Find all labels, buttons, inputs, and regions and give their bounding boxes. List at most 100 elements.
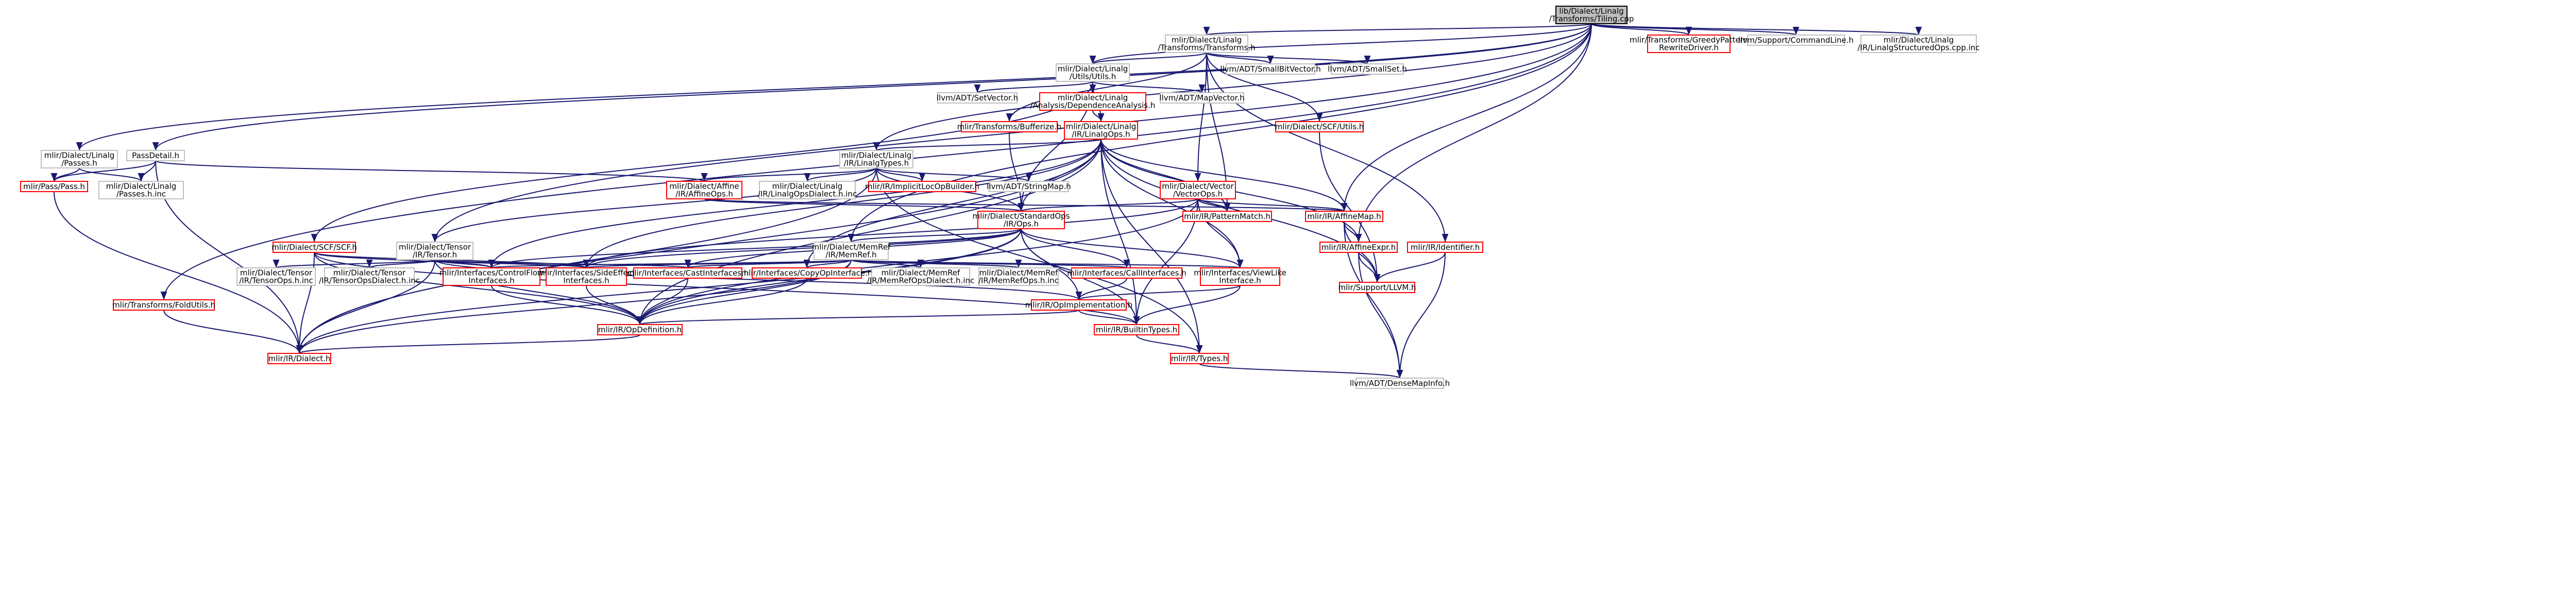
node-opdefinition[interactable]: mlir/IR/OpDefinition.h (597, 324, 683, 335)
node-label-line: /IR/TensorOpsDialect.h.inc (319, 276, 420, 285)
node-box (1064, 121, 1138, 140)
node-label-line: mlir/IR/Dialect.h (268, 354, 331, 363)
node-box (1275, 121, 1364, 132)
node-label-line: /IR/Tensor.h (413, 250, 457, 260)
node-label-line: mlir/IR/OpImplementation.h (1025, 300, 1133, 310)
node-label-line: mlir/IR/OpDefinition.h (598, 325, 682, 334)
node-label-line: mlir/Transforms/Bufferize.h (957, 122, 1062, 131)
edge-dependence-to-linalgops_h (1092, 110, 1105, 122)
node-patternmatch[interactable]: mlir/IR/PatternMatch.h (1182, 211, 1272, 222)
node-box (1339, 282, 1415, 293)
node-affineexpr[interactable]: mlir/IR/AffineExpr.h (1319, 242, 1398, 253)
node-smallset: llvm/ADT/SmallSet.h (1328, 63, 1407, 75)
node-types-h[interactable]: mlir/IR/Types.h (1170, 353, 1229, 364)
node-dependence[interactable]: mlir/Dialect/Linalg/Analysis/DependenceA… (1030, 92, 1156, 111)
node-box (1182, 211, 1272, 222)
edge-vectorops-to-patternmatch (1197, 198, 1231, 212)
node-label-line: /IR/MemRef.h (825, 250, 876, 260)
edge-linalgtypes-to-types_h (876, 167, 1203, 354)
node-label-line: mlir/Dialect/MemRef (882, 268, 960, 278)
node-affinemap[interactable]: mlir/IR/AffineMap.h (1305, 211, 1383, 222)
edge-affineops-to-standardops (704, 198, 1024, 212)
node-box (443, 267, 540, 286)
node-label-line: mlir/Transforms/FoldUtils.h (112, 300, 215, 310)
node-box (1407, 242, 1483, 253)
node-box (666, 181, 742, 199)
node-linalgops-h[interactable]: mlir/Dialect/Linalg/IR/LinalgOps.h (1064, 121, 1138, 140)
node-dialect-h[interactable]: mlir/IR/Dialect.h (267, 353, 331, 364)
edge-linalgtypes-to-linalgopsdialect_inc (804, 167, 877, 182)
node-support-llvm[interactable]: mlir/Support/LLVM.h (1338, 282, 1416, 293)
node-foldutils[interactable]: mlir/Transforms/FoldUtils.h (112, 299, 215, 311)
node-opimplementation[interactable]: mlir/IR/OpImplementation.h (1025, 299, 1133, 311)
node-label-line: mlir/Pass/Pass.h (23, 182, 85, 191)
node-label-line: llvm/ADT/SmallBitVector.h (1220, 64, 1321, 74)
node-vectorops[interactable]: mlir/Dialect/Vector/VectorOps.h (1160, 181, 1236, 199)
node-castinterfaces[interactable]: mlir/Interfaces/CastInterfaces.h (627, 267, 749, 279)
node-box (98, 181, 184, 199)
edge-vectorops-to-standardops (1018, 198, 1198, 212)
node-mlir-pass[interactable]: mlir/Pass/Pass.h (20, 181, 88, 192)
node-label-line: /Analysis/DependenceAnalysis.h (1030, 101, 1156, 110)
node-box (1094, 324, 1179, 335)
node-copyopinterface[interactable]: mlir/Interfaces/CopyOpInterface.h (741, 267, 873, 279)
node-box (1747, 35, 1845, 46)
edge-vectorops-to-viewlike (1197, 198, 1244, 268)
node-scf-h[interactable]: mlir/Dialect/SCF/SCF.h (272, 242, 357, 253)
node-box (1555, 6, 1628, 24)
edge-tensor_h-to-dialect_h (296, 259, 435, 354)
edge-root-to-greedy_driver (1591, 23, 1692, 36)
node-setvector: llvm/ADT/SetVector.h (937, 92, 1018, 104)
edge-root-to-memref_h (848, 23, 1592, 243)
edge-vectorops-to-sideeffect (583, 198, 1198, 268)
node-box (633, 267, 742, 279)
edges-layer (50, 23, 1922, 379)
node-greedy-driver[interactable]: mlir/Transforms/GreedyPatternRewriteDriv… (1630, 35, 1748, 53)
node-label-line: llvm/ADT/DenseMapInfo.h (1350, 379, 1450, 388)
node-label-line: llvm/ADT/StringMap.h (987, 182, 1071, 191)
edge-transforms_h-to-smallset (1206, 52, 1370, 64)
edge-root-to-utils_h (1089, 23, 1592, 64)
edge-linalgops_h-to-types_h (1100, 139, 1203, 354)
node-bufferize[interactable]: mlir/Transforms/Bufferize.h (957, 121, 1062, 132)
edge-root-to-transforms_h (1204, 23, 1592, 36)
node-densemapinfo: llvm/ADT/DenseMapInfo.h (1350, 378, 1450, 389)
node-label-line: /IR/LinalgTypes.h (844, 159, 909, 168)
node-affineops[interactable]: mlir/Dialect/Affine/IR/AffineOps.h (666, 181, 742, 199)
node-callinterfaces[interactable]: mlir/Interfaces/CallInterfaces.h (1067, 267, 1187, 279)
node-box (1071, 267, 1182, 279)
node-standardops[interactable]: mlir/Dialect/StandardOps/IR/Ops.h (972, 211, 1070, 229)
node-label-line: mlir/IR/ImplicitLocOpBuilder.h (865, 182, 979, 191)
node-label-line: mlir/Transforms/GreedyPattern (1630, 36, 1748, 45)
node-box (267, 353, 331, 364)
node-box (814, 242, 889, 260)
node-identifier[interactable]: mlir/IR/Identifier.h (1407, 242, 1483, 253)
edge-opdefinition-to-dialect_h (296, 334, 640, 354)
edge-passdetail-to-mlir_pass (50, 160, 156, 182)
node-box (126, 150, 185, 161)
nodes-layer: lib/Dialect/Linalg/Transforms/Tiling.cpp… (20, 6, 1980, 389)
node-implicitloc[interactable]: mlir/IR/ImplicitLocOpBuilder.h (865, 181, 979, 192)
node-scf-utils[interactable]: mlir/Dialect/SCF/Utils.h (1275, 121, 1364, 132)
edge-controlflow-to-opdefinition (491, 285, 643, 325)
node-box (977, 211, 1065, 229)
edge-root-to-affinemap (1341, 23, 1592, 212)
node-label-line: mlir/Interfaces/SideEffect (537, 268, 635, 278)
node-label-line: mlir/Dialect/Linalg (1066, 122, 1137, 131)
node-transforms-h: mlir/Dialect/Linalg/Transforms/Transform… (1158, 35, 1256, 53)
edge-root-to-passes_h (76, 23, 1592, 151)
node-box (978, 267, 1059, 286)
node-root[interactable]: lib/Dialect/Linalg/Transforms/Tiling.cpp (1549, 6, 1634, 24)
edge-affineexpr-to-densemapinfo (1358, 252, 1403, 379)
node-label-line: mlir/IR/Types.h (1171, 354, 1228, 363)
edge-utils_h-to-scf_h (311, 81, 1093, 243)
edge-passdetail-to-affineops (155, 160, 707, 182)
edge-types_h-to-densemapinfo (1199, 363, 1403, 379)
edge-opimplementation-to-builtintypes (1078, 310, 1140, 325)
node-builtintypes[interactable]: mlir/IR/BuiltinTypes.h (1094, 324, 1179, 335)
node-label-line: mlir/Dialect/Linalg (1058, 93, 1128, 103)
node-box (546, 267, 627, 286)
